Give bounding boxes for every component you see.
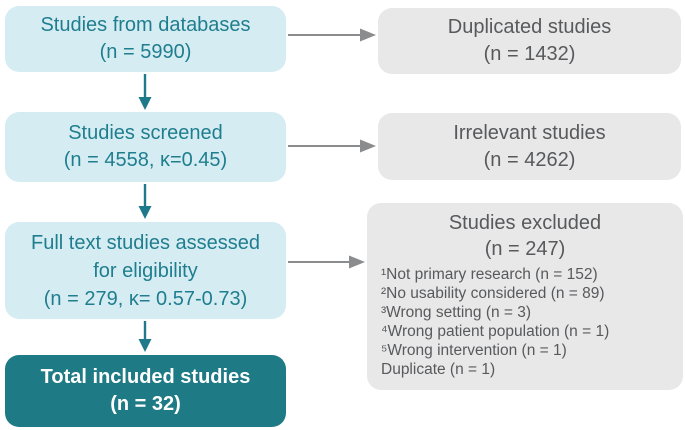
box-title: Studies from databases (40, 14, 251, 36)
right-arrow-2 (288, 139, 376, 153)
box-count: (n = 279, κ= 0.57-0.73) (43, 287, 248, 310)
flow-box-studies-from-databases: Studies from databases (n = 5990) (5, 6, 286, 72)
flow-box-duplicated-studies: Duplicated studies (n = 1432) (378, 8, 681, 74)
down-arrow-2 (138, 184, 152, 219)
down-arrow-3 (138, 321, 152, 352)
box-title: Full text studies assessed (31, 231, 260, 254)
flow-box-total-included: Total included studies (n = 32) (5, 355, 286, 427)
box-count: (n = 32) (110, 393, 181, 415)
exclusion-reason: ⁵Wrong intervention (n = 1) (381, 342, 567, 359)
right-arrow-1 (288, 28, 376, 42)
box-title: Studies excluded (448, 212, 602, 234)
exclusion-reason: ¹Not primary research (n = 152) (381, 266, 598, 283)
box-count: (n = 4262) (483, 148, 576, 171)
box-count: (n = 247) (484, 238, 566, 260)
exclusion-reason: ³Wrong setting (n = 3) (381, 304, 532, 321)
box-title: Total included studies (40, 366, 251, 388)
down-arrow-1 (138, 74, 152, 110)
box-count: (n = 1432) (483, 43, 576, 65)
box-count: (n = 5990) (99, 41, 192, 63)
exclusion-reason: ⁴Wrong patient population (n = 1) (381, 323, 610, 340)
right-arrow-3 (288, 255, 365, 269)
box-title-2: for eligibility (93, 259, 198, 282)
box-count: (n = 4558, κ=0.45) (63, 149, 228, 171)
flow-box-irrelevant-studies: Irrelevant studies (n = 4262) (378, 113, 681, 180)
box-title: Duplicated studies (447, 16, 612, 38)
exclusion-reason: Duplicate (n = 1) (381, 361, 496, 378)
exclusion-reason-list: ¹Not primary research (n = 152) ²No usab… (367, 262, 683, 379)
flow-box-studies-screened: Studies screened (n = 4558, κ=0.45) (5, 112, 286, 182)
box-title: Irrelevant studies (453, 121, 606, 144)
exclusion-reason: ²No usability considered (n = 89) (381, 285, 605, 302)
flow-box-full-text-assessed: Full text studies assessed for eligibili… (5, 222, 286, 319)
box-title: Studies screened (68, 122, 223, 144)
flow-box-studies-excluded: Studies excluded (n = 247) ¹Not primary … (367, 203, 683, 390)
